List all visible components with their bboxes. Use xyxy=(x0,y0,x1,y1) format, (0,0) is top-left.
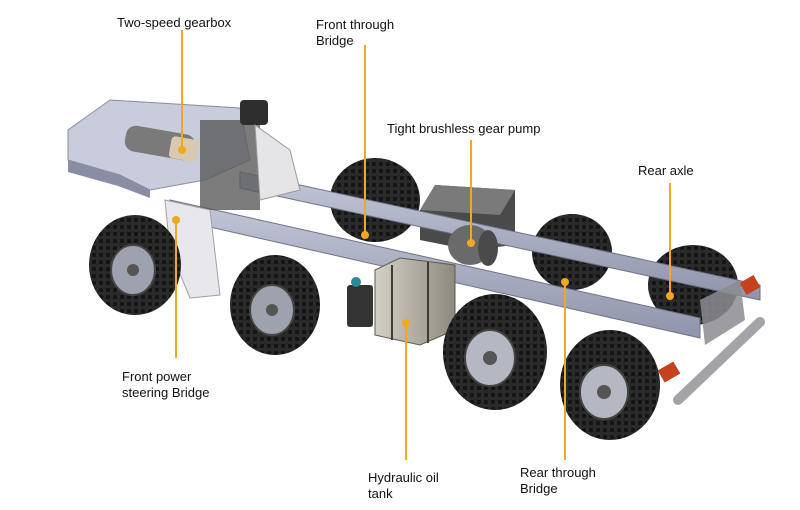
label-front-through-bridge: Front through Bridge xyxy=(316,17,395,48)
leader-dot-tight-brushless-gear-pump xyxy=(467,239,475,247)
label-two-speed-gearbox: Two-speed gearbox xyxy=(117,15,232,30)
hydraulic-oil-tank-shape xyxy=(347,257,456,346)
leader-dot-two-speed-gearbox xyxy=(178,146,186,154)
wheel-near-1 xyxy=(89,215,181,315)
label-rear-axle: Rear axle xyxy=(638,163,694,178)
steering-assembly xyxy=(164,100,301,299)
wheel-near-4 xyxy=(560,330,660,440)
leader-dot-rear-axle xyxy=(666,292,674,300)
leader-dot-rear-through-bridge xyxy=(561,278,569,286)
label-hydraulic-oil-tank: Hydraulic oil tank xyxy=(368,470,439,501)
rear-bumper xyxy=(657,274,765,405)
leader-lines xyxy=(172,30,674,460)
label-front-power-steering-bridge: Front power steering Bridge xyxy=(122,369,210,400)
leader-dot-front-through-bridge xyxy=(361,231,369,239)
label-rear-through-bridge: Rear through Bridge xyxy=(520,465,596,496)
wheel-near-3 xyxy=(443,294,547,410)
leader-dot-front-power-steering-bridge xyxy=(172,216,180,224)
leader-dot-hydraulic-oil-tank xyxy=(402,319,410,327)
wheel-near-2 xyxy=(230,255,320,355)
label-tight-brushless-gear-pump: Tight brushless gear pump xyxy=(387,121,541,136)
